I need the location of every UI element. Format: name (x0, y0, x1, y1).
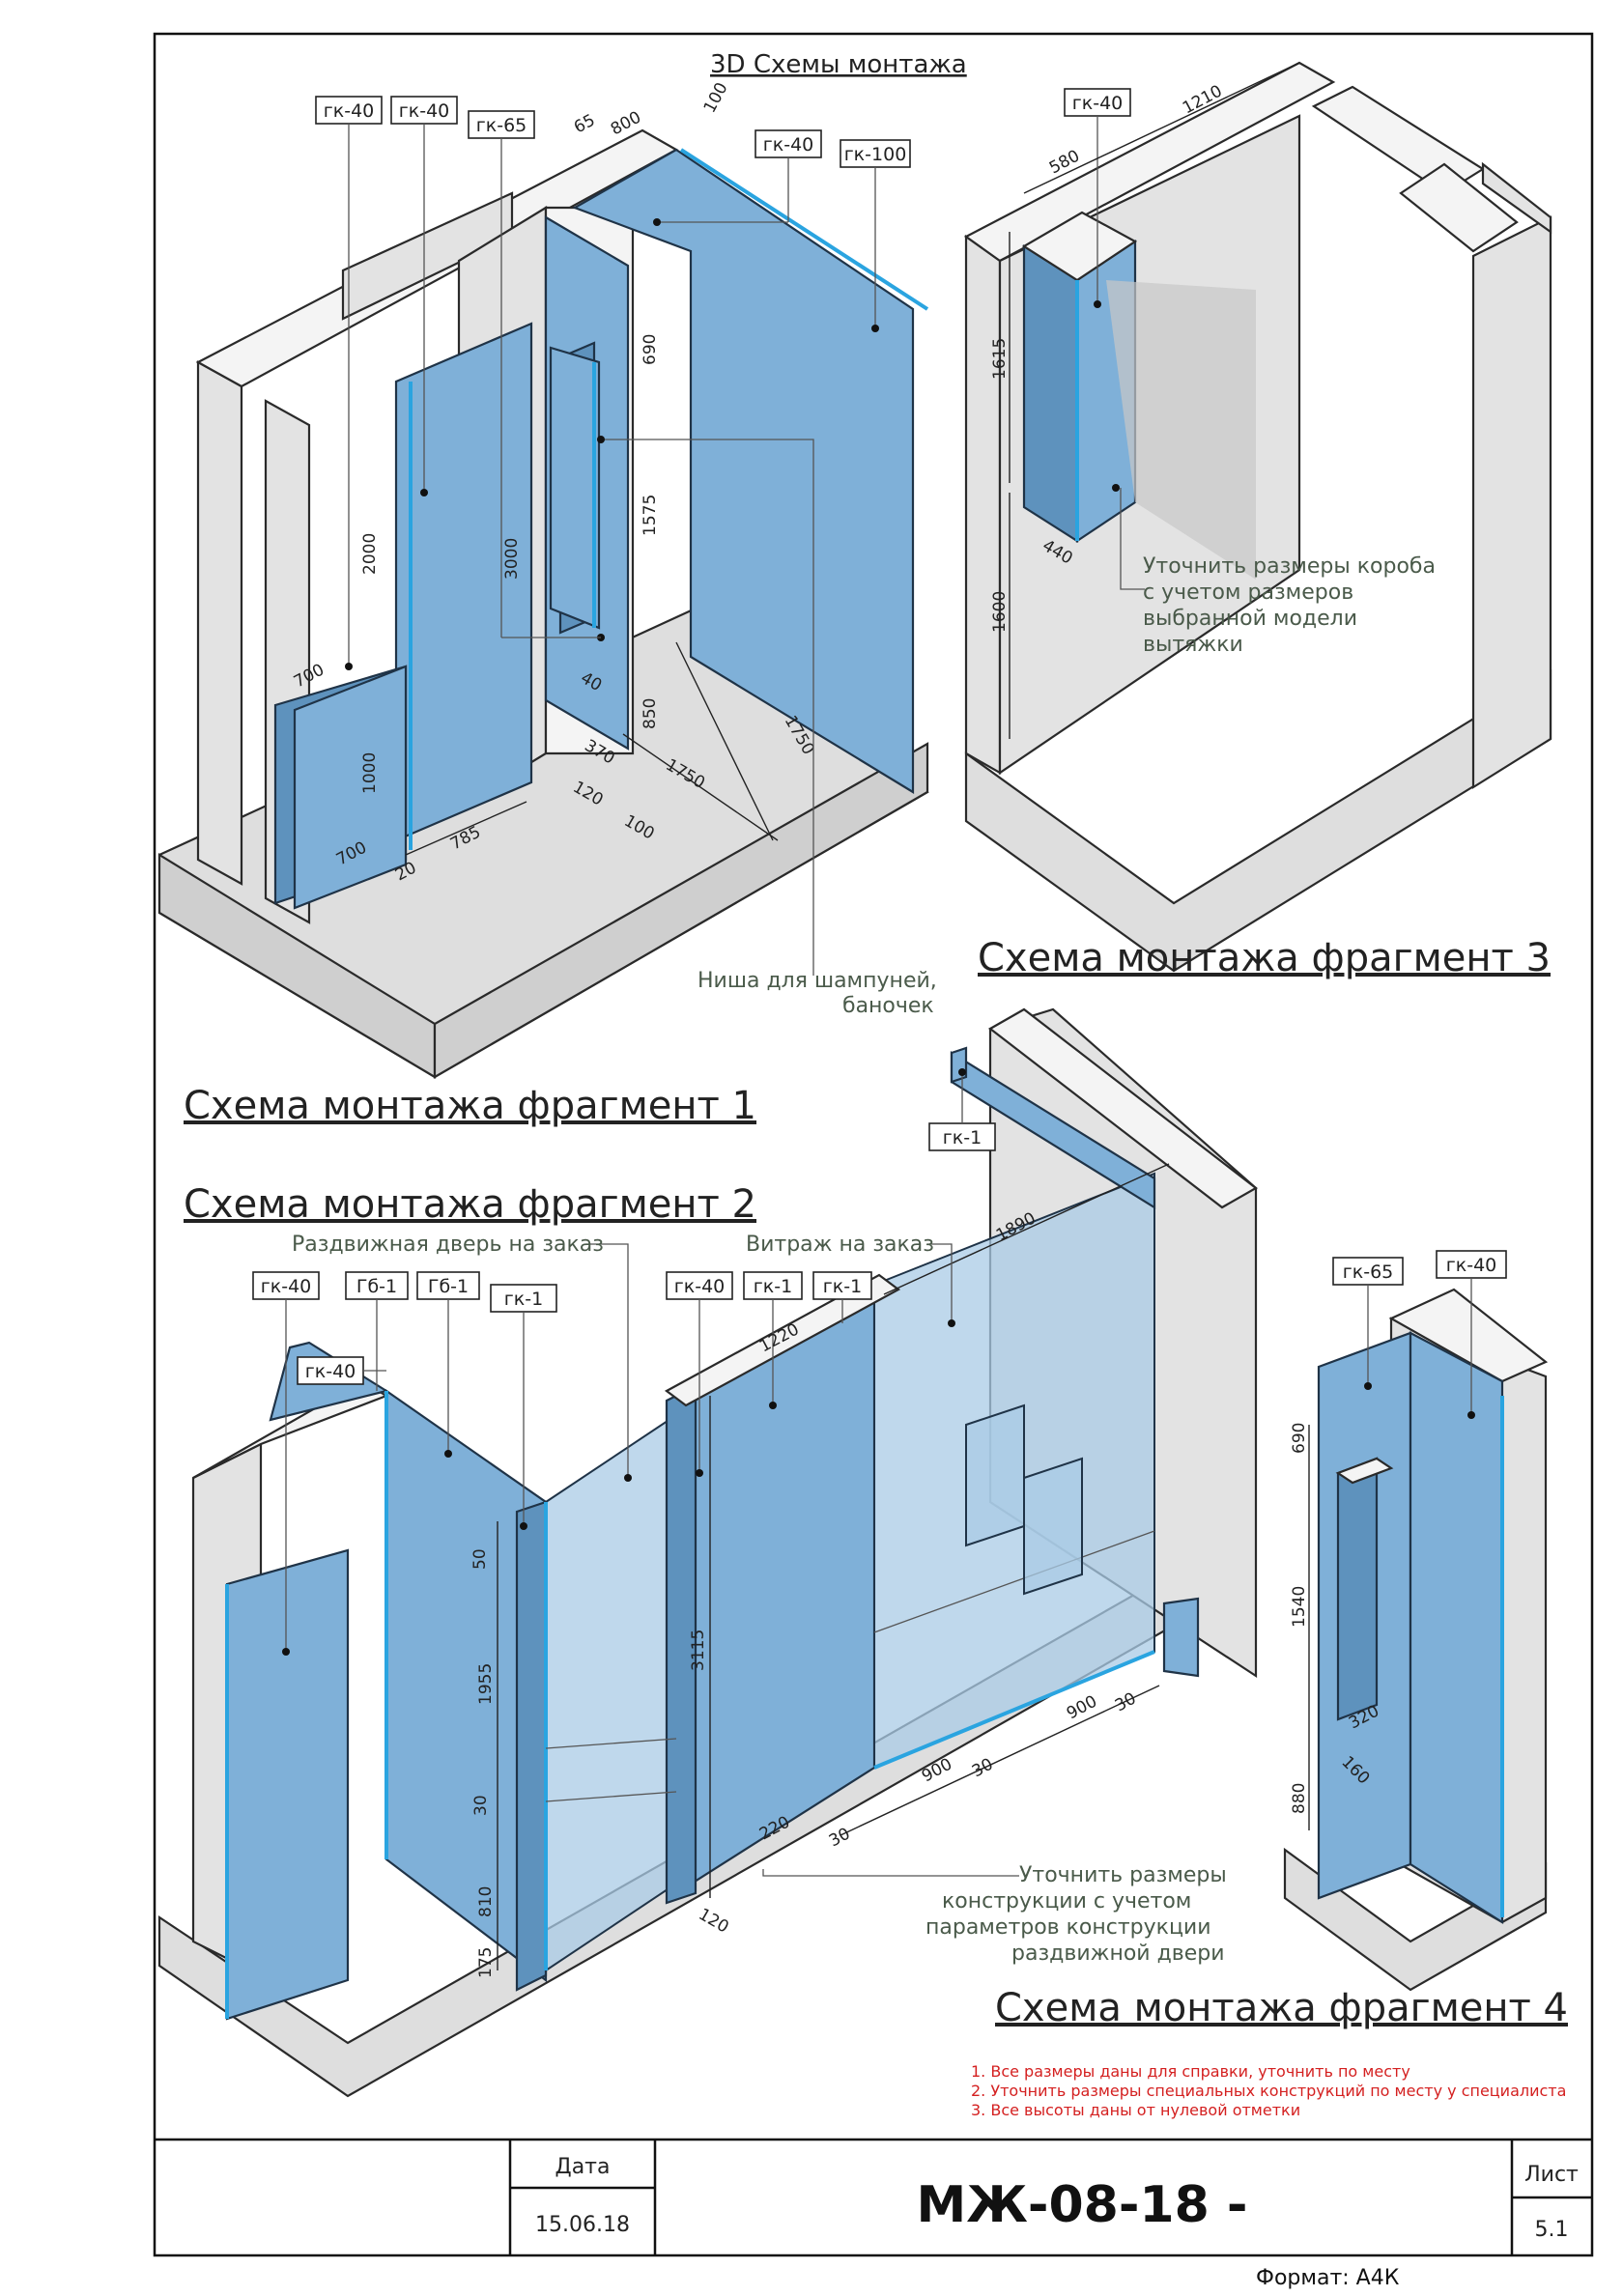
fragment-2-drawing (157, 1007, 1258, 2098)
tag-label: гк-1 (743, 1271, 803, 1409)
svg-text:гк-1: гк-1 (823, 1276, 862, 1297)
tag-label: гк-40 (1436, 1250, 1507, 1419)
construction-note-line-1: Уточнить размеры (1019, 1863, 1227, 1887)
paper-format: Формат: А4К (1256, 2266, 1400, 2290)
drawing-code: МЖ-08-18 - (917, 2176, 1248, 2234)
tag-label: гк-1 (812, 1271, 872, 1323)
svg-text:гк-65: гк-65 (1343, 1261, 1394, 1283)
svg-text:гк-40: гк-40 (305, 1361, 356, 1382)
hood-note-line-1: Уточнить размеры короба (1143, 554, 1436, 579)
dim-label: 3115 (689, 1630, 708, 1671)
svg-text:гк-1: гк-1 (754, 1276, 792, 1297)
fragment-1-title: Схема монтажа фрагмент 1 (184, 1084, 756, 1128)
dim-label: 810 (476, 1886, 496, 1917)
dim-label: 50 (470, 1548, 490, 1570)
stained-glass-note: Витраж на заказ (746, 1233, 934, 1257)
tag-label: гк-40 (315, 96, 383, 670)
tag-label: гк-40 (666, 1271, 733, 1477)
tag-label: гк-40 (297, 1356, 386, 1385)
sheet-frame (153, 32, 1594, 2257)
svg-text:гк-40: гк-40 (763, 134, 814, 156)
notes: Ниша для шампуней, баночек Уточнить разм… (292, 436, 1436, 1966)
dim-label: 3000 (502, 538, 522, 580)
tag-label: гк-40 (252, 1271, 320, 1656)
footnote-3: 3. Все высоты даны от нулевой отметки (971, 2101, 1300, 2119)
tag-label: гк-40 (1064, 88, 1131, 308)
date-value: 15.06.18 (535, 2213, 630, 2237)
dim-label: 65 (571, 111, 598, 138)
construction-note-line-4: раздвижной двери (1011, 1942, 1225, 1966)
svg-text:гк-40: гк-40 (1072, 93, 1124, 114)
hood-note-line-3: выбранной модели (1143, 607, 1357, 631)
dim-label: 120 (696, 1905, 732, 1938)
svg-text:гк-1: гк-1 (504, 1289, 543, 1310)
hood-note-line-4: вытяжки (1143, 633, 1243, 657)
construction-note-line-2: конструкции с учетом (942, 1889, 1191, 1913)
dim-label: 880 (1290, 1783, 1309, 1814)
fragment-1-drawing (157, 128, 929, 1079)
dim-label: 1540 (1290, 1586, 1309, 1628)
dim-label: 850 (641, 698, 660, 729)
dim-label: 175 (476, 1947, 496, 1978)
dim-label: 1575 (641, 495, 660, 536)
niche-note-line-2: баночек (842, 994, 934, 1018)
sheet-number: 5.1 (1535, 2218, 1569, 2242)
tag-label: гк-65 (1332, 1257, 1404, 1390)
svg-text:гк-40: гк-40 (674, 1276, 726, 1297)
fragment-2-title: Схема монтажа фрагмент 2 (184, 1182, 756, 1227)
title-block: Дата 15.06.18 МЖ-08-18 - Лист 5.1 (155, 2138, 1592, 2255)
dim-label: 30 (471, 1795, 491, 1816)
svg-text:гк-40: гк-40 (324, 100, 375, 122)
dim-label: 1955 (476, 1663, 496, 1705)
footnote-2: 2. Уточнить размеры специальных конструк… (971, 2082, 1566, 2100)
svg-text:гк-40: гк-40 (261, 1276, 312, 1297)
tag-label: Гб-1 (416, 1271, 480, 1458)
fragment-4-title: Схема монтажа фрагмент 4 (995, 1986, 1568, 2030)
niche-note-line-1: Ниша для шампуней, (698, 969, 937, 993)
dim-label: 690 (641, 334, 660, 365)
sliding-door-note: Раздвижная дверь на заказ (292, 1233, 604, 1257)
dim-label: 30 (826, 1825, 853, 1852)
sheet-label: Лист (1524, 2163, 1579, 2187)
tag-label: гк-100 (840, 139, 911, 332)
dim-label: 1615 (990, 338, 1010, 380)
fragment-4-drawing (1283, 1288, 1549, 1992)
date-label: Дата (555, 2155, 611, 2179)
svg-text:Гб-1: Гб-1 (356, 1276, 397, 1297)
tag-label: гк-40 (390, 96, 458, 496)
dim-label: 100 (700, 79, 732, 116)
tag-label: гк-1 (928, 1068, 996, 1151)
tag-label: Гб-1 (345, 1271, 409, 1391)
footnote-1: 1. Все размеры даны для справки, уточнит… (971, 2062, 1410, 2081)
tag-labels: гк-40 гк-40 гк-65 гк-40 гк-100 гк-40 гк-… (252, 88, 1507, 1656)
hood-note-line-2: с учетом размеров (1143, 581, 1353, 605)
svg-text:гк-40: гк-40 (399, 100, 450, 122)
tag-label: гк-65 (468, 110, 605, 641)
svg-text:гк-40: гк-40 (1446, 1255, 1497, 1276)
tag-label: гк-40 (653, 129, 822, 226)
svg-text:гк-100: гк-100 (844, 144, 907, 165)
svg-text:гк-65: гк-65 (476, 115, 527, 136)
fragment-3-title: Схема монтажа фрагмент 3 (978, 936, 1551, 980)
dim-label: 30 (1112, 1689, 1139, 1716)
dim-label: 1600 (990, 591, 1010, 633)
sheet-heading: 3D Схемы монтажа (710, 50, 967, 79)
svg-text:гк-1: гк-1 (943, 1127, 982, 1148)
dim-label: 2000 (360, 533, 380, 575)
fragment-3-drawing (963, 61, 1552, 973)
dim-label: 690 (1290, 1423, 1309, 1454)
dim-label: 1000 (360, 752, 380, 794)
dim-label: 900 (1064, 1692, 1100, 1724)
construction-note-line-3: параметров конструкции (925, 1915, 1211, 1940)
svg-text:Гб-1: Гб-1 (428, 1276, 469, 1297)
tag-label: гк-1 (490, 1284, 557, 1530)
